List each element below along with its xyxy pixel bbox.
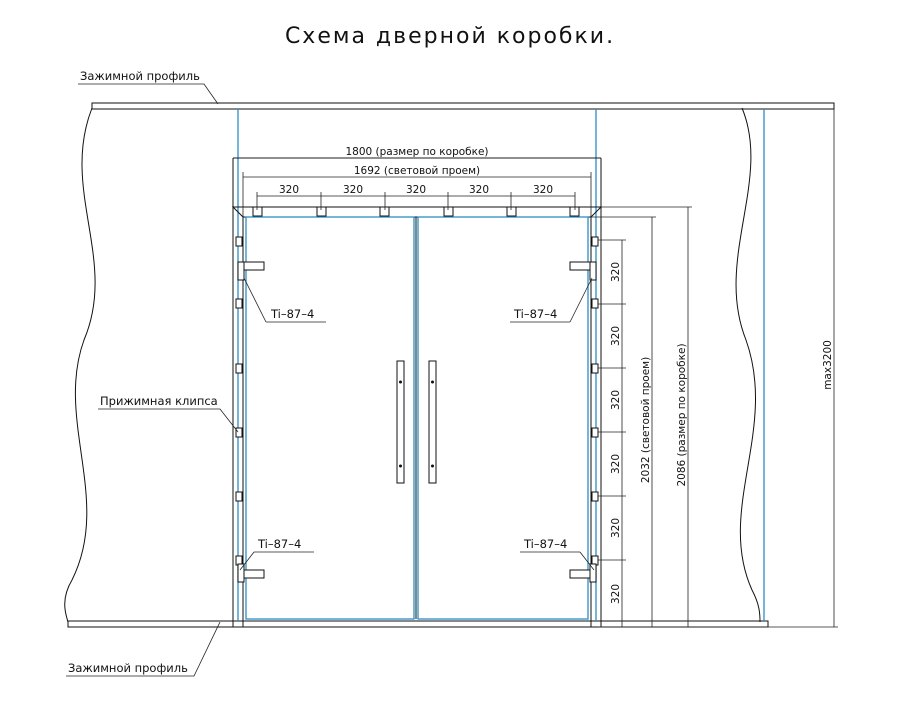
hinge-bottom-right xyxy=(569,563,597,583)
label-hinge-tr: Ti–87–4 xyxy=(513,307,557,321)
dim-right-spacing-4: 320 xyxy=(610,454,622,474)
hinge-top-right xyxy=(569,261,597,281)
dim-clear-height-text: 2032 (световой проем) xyxy=(640,357,652,483)
dim-clear-width: 1692 (световой проем) xyxy=(242,165,592,217)
leader-press-clip xyxy=(98,408,239,433)
clamp-profile-bottom xyxy=(67,620,769,628)
label-clamp-profile-top: Зажимной профиль xyxy=(80,69,200,83)
dim-right-spacing-2: 320 xyxy=(610,326,622,346)
wall-left-edge xyxy=(64,107,96,623)
dim-right-spacing-6: 320 xyxy=(610,584,622,604)
handle-left xyxy=(396,360,405,484)
label-hinge-tl: Ti–87–4 xyxy=(270,307,314,321)
dim-top-spacing-2: 320 xyxy=(343,184,363,196)
leader-clamp-profile-bottom xyxy=(66,621,221,677)
leader-clamp-profile-top xyxy=(78,83,219,105)
dim-top-spacing-5: 320 xyxy=(533,184,553,196)
head-clips xyxy=(252,206,580,217)
dim-clear-width-text: 1692 (световой проем) xyxy=(354,165,480,177)
hinge-top-left xyxy=(237,261,265,281)
dim-box-height-text: 2086 (размер по коробке) xyxy=(676,343,688,486)
dim-max-height-text: max3200 xyxy=(822,340,834,390)
dim-right-spacing-1: 320 xyxy=(610,262,622,282)
label-clamp-profile-bottom: Зажимной профиль xyxy=(68,661,188,675)
label-hinge-br: Ti–87–4 xyxy=(523,537,567,551)
dim-top-spacing-3: 320 xyxy=(406,184,426,196)
handle-right xyxy=(428,360,437,484)
dim-top-spacing-1: 320 xyxy=(279,184,299,196)
dim-right-spacing-3: 320 xyxy=(610,390,622,410)
hinge-bottom-left xyxy=(237,563,265,583)
dim-max-height: max3200 xyxy=(692,109,838,628)
dim-box-height: 2086 (размер по коробке) xyxy=(601,206,692,628)
left-jamb-clips xyxy=(235,236,243,566)
dim-top-spacing-4: 320 xyxy=(469,184,489,196)
dim-top-spacing: 320 320 320 320 320 xyxy=(256,184,576,210)
dim-box-width-text: 1800 (размер по коробке) xyxy=(345,146,488,158)
door-leaf-left xyxy=(245,216,415,620)
door-frame xyxy=(231,157,603,627)
door-leaf-right xyxy=(417,216,589,620)
dim-clear-height: 2032 (световой проем) xyxy=(591,216,656,628)
label-hinge-bl: Ti–87–4 xyxy=(257,537,301,551)
right-jamb-clips xyxy=(591,236,599,566)
dim-right-spacing-5: 320 xyxy=(610,518,622,538)
label-press-clip: Прижимная клипса xyxy=(100,394,218,408)
wall-right-edge xyxy=(735,107,761,623)
clamp-profile-top xyxy=(91,102,835,110)
dim-box-width: 1800 (размер по коробке) xyxy=(233,146,601,159)
dim-right-spacing: 320 320 320 320 320 320 xyxy=(598,239,626,628)
diagram-title: Схема дверной коробки. xyxy=(285,24,615,49)
